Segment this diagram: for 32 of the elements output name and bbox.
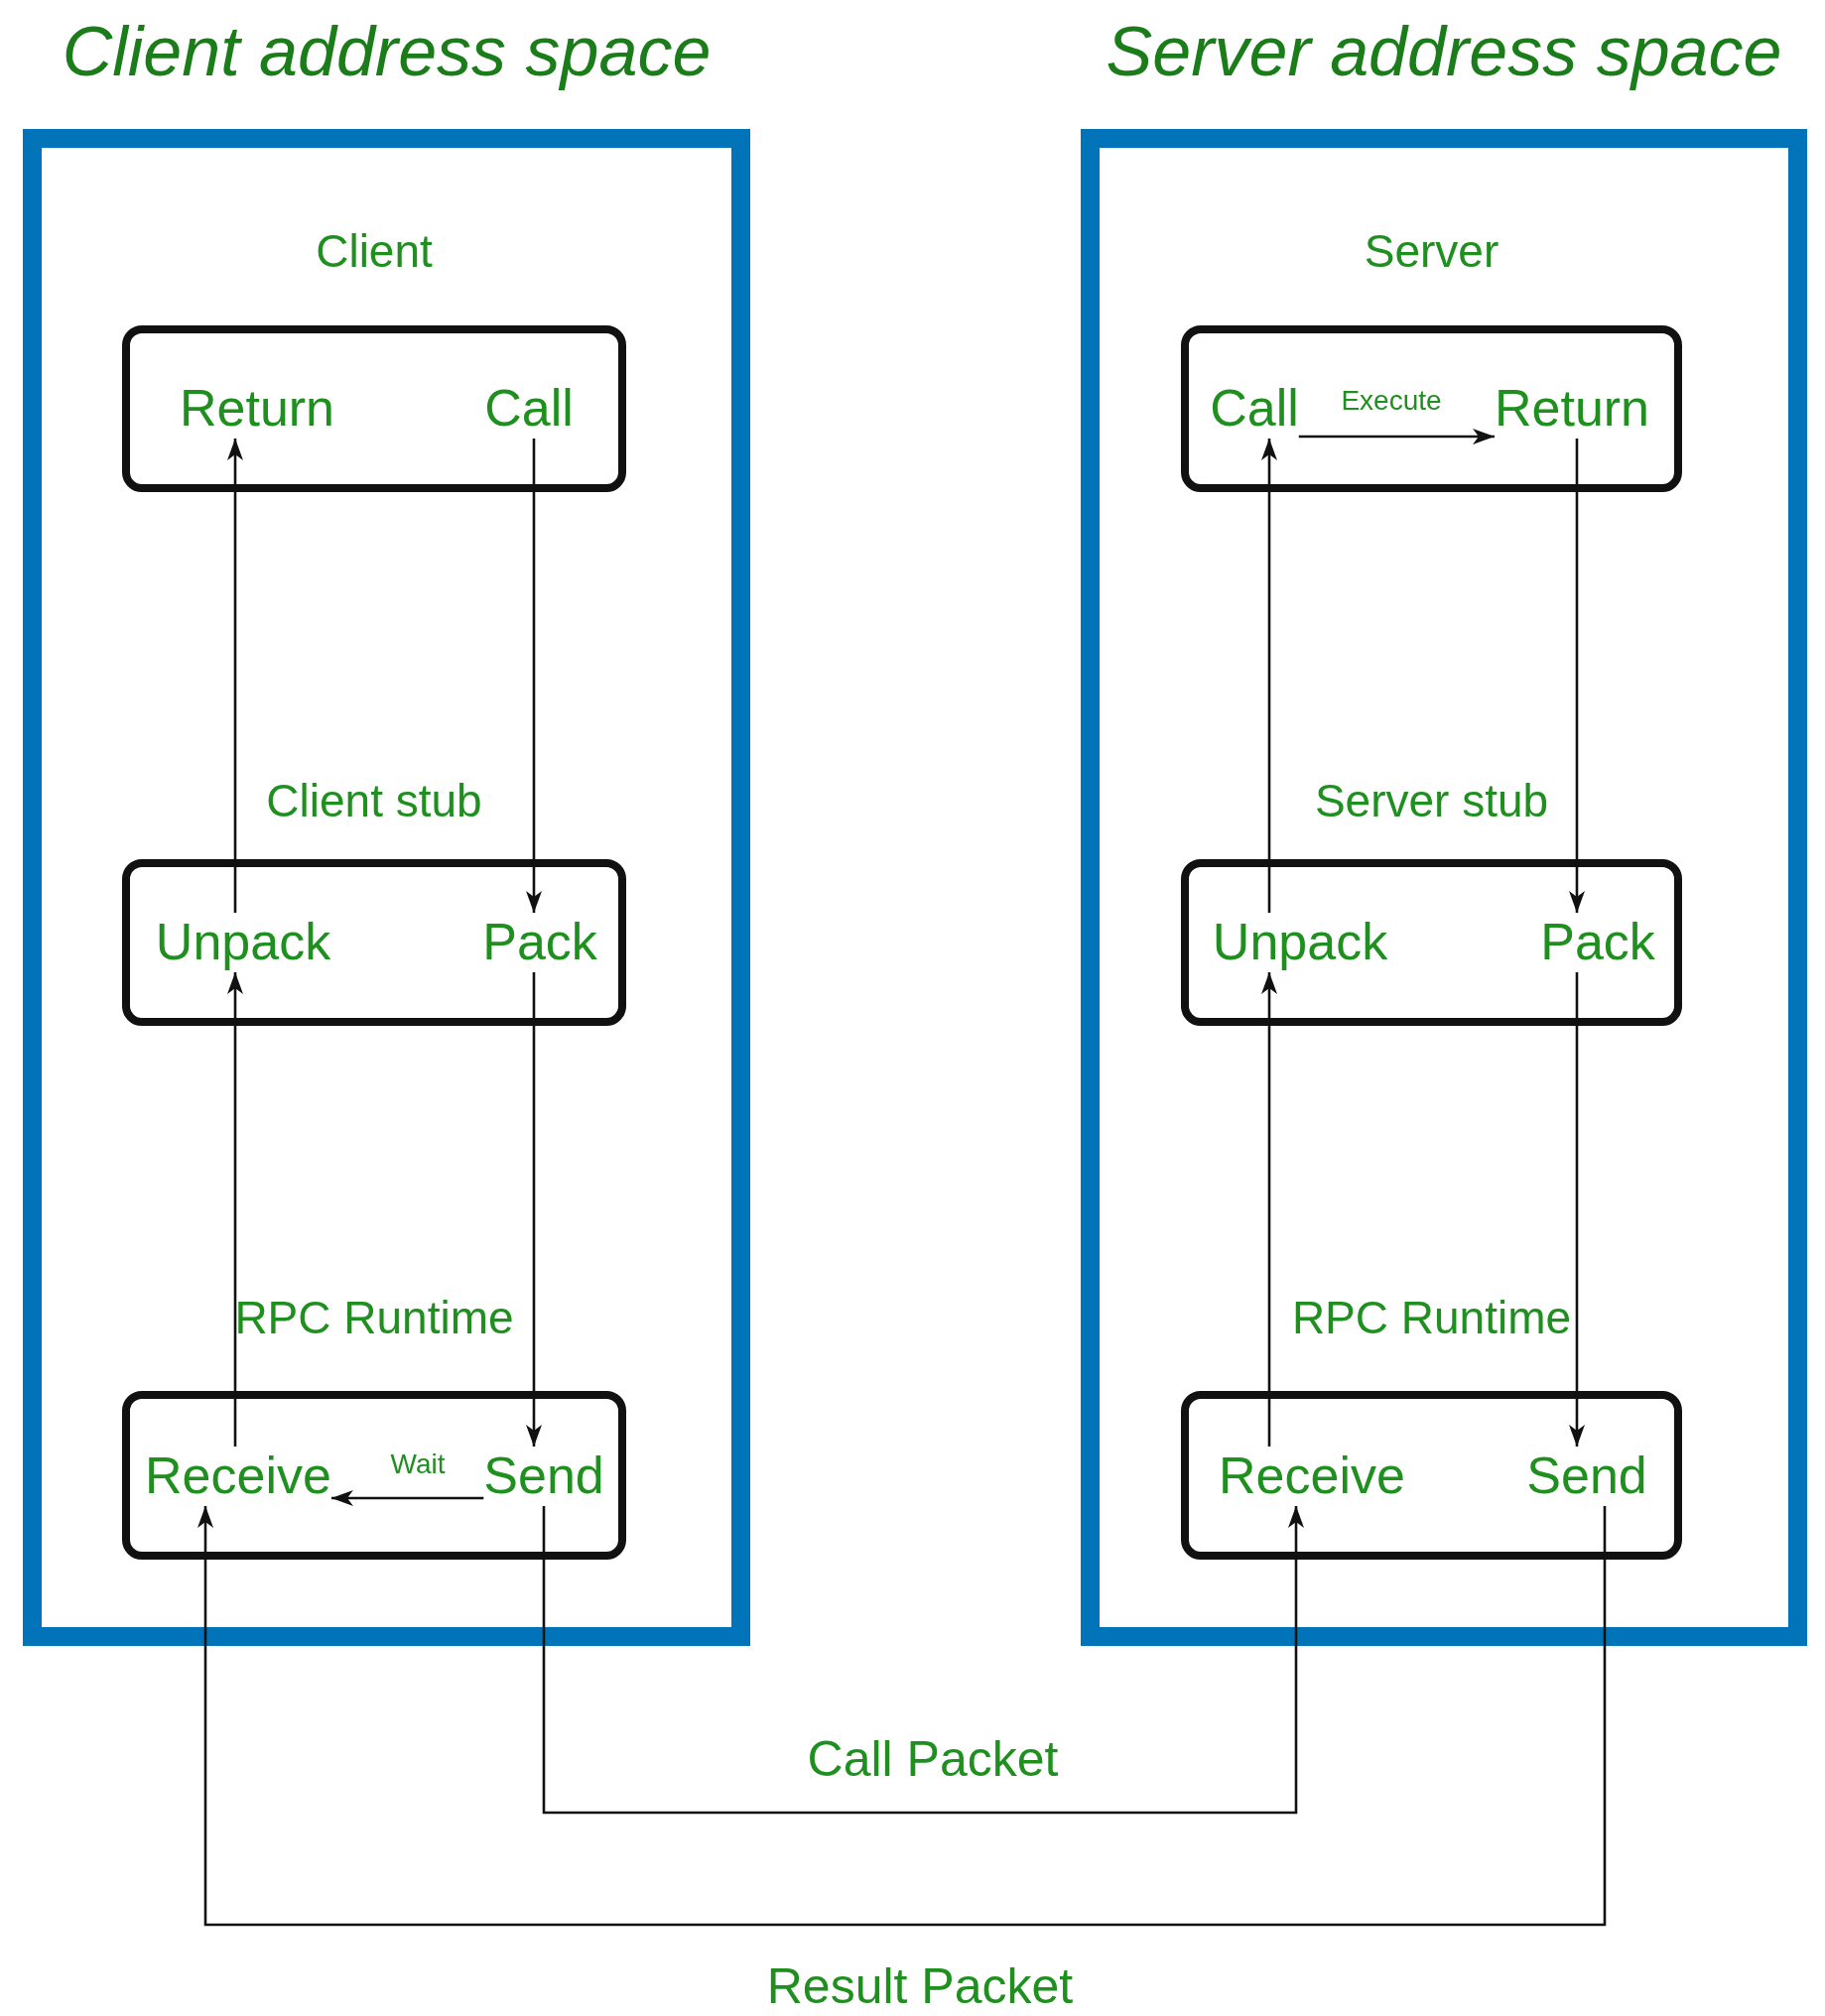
arrow [330, 1490, 484, 1506]
arrow [227, 438, 243, 914]
arrow [227, 971, 243, 1448]
step-label: Unpack [1212, 913, 1388, 972]
step-label: Call [484, 379, 574, 439]
step-label: Unpack [155, 913, 331, 972]
step-label: Receive [1219, 1447, 1405, 1506]
arrow [1261, 438, 1277, 914]
arrow [1261, 971, 1277, 1448]
layer-heading: RPC Runtime [1291, 1291, 1572, 1344]
arrow [542, 1505, 1304, 1815]
panel-title: Client address space [62, 11, 712, 92]
step-label: Pack [482, 913, 597, 972]
layer-heading: Server stub [1314, 774, 1549, 827]
layer-heading: RPC Runtime [234, 1291, 514, 1344]
step-label: Send [1526, 1447, 1647, 1506]
arrow [526, 438, 542, 914]
step-label: Pack [1540, 913, 1655, 972]
arrow [526, 971, 542, 1448]
step-label: Receive [145, 1447, 331, 1506]
step-label: Return [1494, 379, 1650, 439]
layer-heading: Server [1364, 224, 1499, 278]
arrow [1569, 438, 1585, 914]
arrow [197, 1505, 1607, 1927]
arrow [1569, 971, 1585, 1448]
step-label: Return [179, 379, 335, 439]
arrow [1298, 429, 1495, 444]
panel-title: Server address space [1106, 11, 1782, 92]
layer-heading: Client stub [266, 774, 482, 827]
step-label: Send [483, 1447, 604, 1506]
layer-heading: Client [316, 224, 433, 278]
step-label: Call [1210, 379, 1299, 439]
